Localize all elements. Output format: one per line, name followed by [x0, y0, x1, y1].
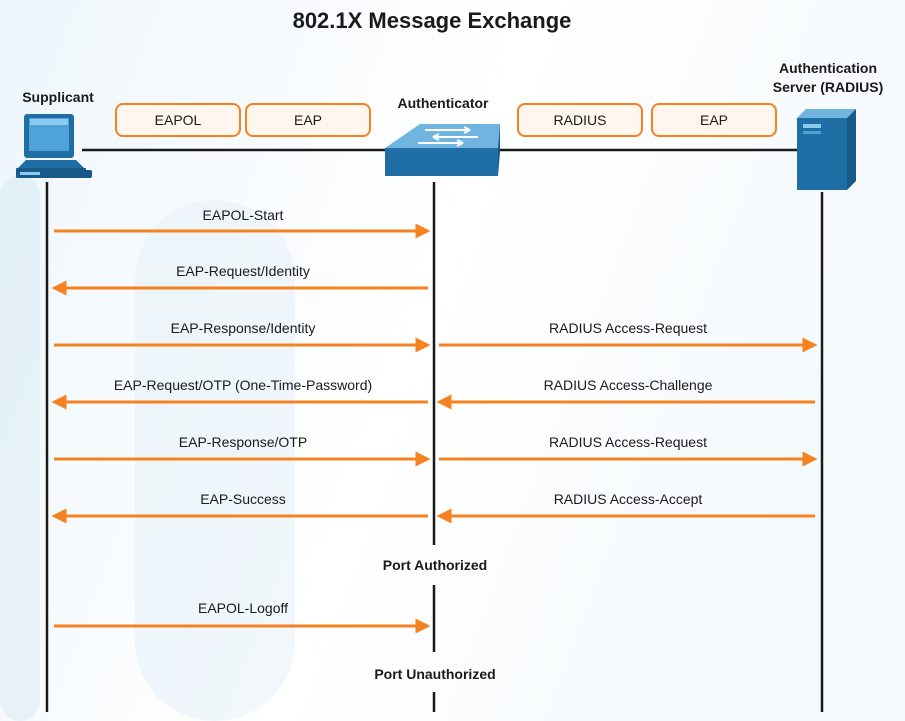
protocol-box-eapol-label: EAPOL — [155, 112, 202, 128]
logoff-label: EAPOL-Logoff — [198, 600, 288, 616]
background-band — [0, 175, 40, 721]
supplicant-label: Supplicant — [22, 89, 94, 105]
protocol-box-eapol — [115, 103, 241, 137]
server-label-line1: Authentication — [779, 60, 877, 76]
message-label: EAP-Response/Identity — [171, 320, 316, 336]
network-switch-icon — [385, 124, 500, 176]
radius-label: RADIUS Access-Request — [549, 320, 707, 336]
protocol-box-eap-left — [245, 103, 371, 137]
desktop-computer-icon — [16, 114, 92, 178]
protocol-box-radius — [517, 103, 643, 137]
message-label: EAP-Response/OTP — [179, 434, 307, 450]
server-label-line2: Server (RADIUS) — [773, 79, 883, 95]
message-label: EAPOL-Start — [203, 207, 284, 223]
radius-label: RADIUS Access-Challenge — [544, 377, 713, 393]
message-label: EAP-Success — [200, 491, 286, 507]
radius-label: RADIUS Access-Request — [549, 434, 707, 450]
message-label: EAP-Request/Identity — [176, 263, 310, 279]
server-tower-icon — [797, 109, 856, 190]
protocol-box-eap-right — [651, 103, 777, 137]
port-unauthorized-label: Port Unauthorized — [374, 666, 495, 682]
protocol-box-eap-left-label: EAP — [294, 112, 322, 128]
protocol-box-eap-right-label: EAP — [700, 112, 728, 128]
port-authorized-label: Port Authorized — [383, 557, 487, 573]
radius-label: RADIUS Access-Accept — [554, 491, 703, 507]
protocol-box-radius-label: RADIUS — [554, 112, 607, 128]
page-title: 802.1X Message Exchange — [293, 8, 572, 33]
authenticator-label: Authenticator — [398, 95, 490, 111]
message-label: EAP-Request/OTP (One-Time-Password) — [114, 377, 372, 393]
